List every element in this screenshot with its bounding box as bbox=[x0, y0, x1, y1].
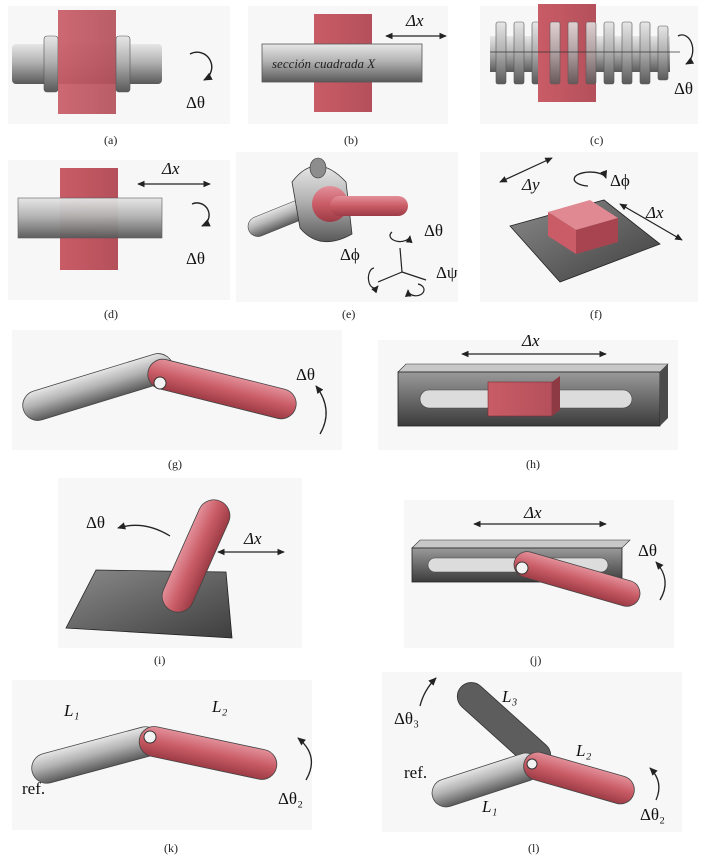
delta-x-label: Δx bbox=[523, 503, 542, 522]
diagram-k-two-links: L₁ L₂ ref. Δθ₂ (k) bbox=[22, 697, 313, 855]
L2-label: L₂ bbox=[211, 697, 227, 716]
pin bbox=[153, 376, 167, 390]
delta-theta-label: Δθ bbox=[674, 79, 693, 98]
delta-y-label: Δy bbox=[521, 175, 540, 194]
square-section-label: sección cuadrada X bbox=[272, 56, 376, 71]
reference-label: ref. bbox=[404, 763, 427, 782]
diagram-h-prismatic-slot: Δx (h) bbox=[397, 331, 669, 471]
caption-g: (g) bbox=[168, 457, 182, 471]
caption-k: (k) bbox=[164, 841, 178, 855]
L1-label: L₁ bbox=[63, 701, 79, 720]
caption-f: (f) bbox=[590, 307, 602, 321]
rail-top bbox=[397, 363, 669, 373]
link-2 bbox=[138, 726, 278, 780]
rotation-arrow-icon bbox=[297, 737, 313, 781]
delta-theta-label: Δθ bbox=[86, 513, 105, 532]
caption-l: (l) bbox=[528, 841, 539, 855]
rotation-arrow-icon bbox=[655, 561, 666, 601]
y-arrow-icon bbox=[499, 157, 553, 183]
delta-psi-label: Δψ bbox=[436, 263, 458, 282]
caption-c: (c) bbox=[590, 133, 603, 147]
delta-x-label: Δx bbox=[405, 11, 424, 30]
diagram-l-three-links: L₃ L₂ L₁ ref. Δθ₃ Δθ₂ (l) bbox=[394, 677, 665, 855]
rail-end bbox=[660, 364, 668, 426]
delta-theta2-label: Δθ₂ bbox=[640, 805, 665, 824]
diagram-i-link-on-plate: Δθ Δx (i) bbox=[65, 499, 285, 667]
caption-d: (d) bbox=[104, 307, 118, 321]
cylinder bbox=[17, 197, 163, 239]
diagram-e-spherical-joint: Δθ Δϕ Δψ (e) bbox=[247, 157, 458, 321]
caption-e: (e) bbox=[342, 307, 355, 321]
pin bbox=[143, 730, 157, 744]
diagram-b-prismatic-joint: sección cuadrada X Δx (b) bbox=[261, 11, 447, 147]
rotation-arrow-icon-2 bbox=[649, 767, 660, 801]
caption-j: (j) bbox=[530, 653, 541, 667]
delta-theta-label: Δθ bbox=[424, 221, 443, 240]
x-arrow-icon bbox=[619, 203, 683, 241]
caption-h: (h) bbox=[526, 457, 540, 471]
delta-x-label: Δx bbox=[243, 529, 262, 548]
L2-label: L₂ bbox=[575, 741, 591, 760]
rotation-arrow-icon bbox=[191, 202, 211, 227]
delta-x-label: Δx bbox=[161, 159, 180, 178]
diagram-f-planar-joint: Δy Δϕ Δx (f) bbox=[499, 157, 683, 321]
caption-b: (b) bbox=[344, 133, 358, 147]
screw-threads bbox=[495, 21, 669, 85]
rotation-arrow-icon bbox=[315, 385, 327, 435]
delta-x-label: Δx bbox=[645, 203, 664, 222]
delta-theta3-label: Δθ₃ bbox=[394, 709, 419, 728]
red-link bbox=[161, 499, 231, 613]
rotation-arrow-icon bbox=[573, 169, 607, 187]
collar-right bbox=[115, 35, 131, 93]
L3-label: L₃ bbox=[501, 687, 517, 706]
rail-top bbox=[411, 539, 631, 549]
delta-phi-label: Δϕ bbox=[610, 171, 630, 190]
diagram-g-revolute-links: Δθ (g) bbox=[22, 353, 327, 471]
square-bar bbox=[261, 43, 423, 83]
block-side bbox=[576, 218, 618, 254]
rotation-arrow-icon bbox=[677, 34, 695, 65]
collar-left bbox=[43, 35, 59, 93]
delta-theta2-label: Δθ₂ bbox=[278, 789, 303, 808]
base-plate bbox=[65, 569, 233, 639]
delta-theta-label: Δθ bbox=[186, 93, 205, 112]
delta-phi-label: Δϕ bbox=[340, 245, 360, 264]
diagram-a-revolute-joint: Δθ (a) bbox=[12, 10, 213, 147]
diagram-j-slot-revolute: Δx Δθ (j) bbox=[411, 503, 666, 667]
delta-theta-label: Δθ bbox=[186, 249, 205, 268]
rotation-arrow-icon bbox=[189, 51, 213, 81]
pin bbox=[515, 561, 529, 575]
socket-top bbox=[309, 157, 327, 179]
pin bbox=[526, 758, 538, 770]
block-top bbox=[548, 200, 618, 230]
red-link bbox=[513, 551, 641, 607]
L1-label: L₁ bbox=[481, 797, 497, 816]
red-slider bbox=[487, 381, 553, 417]
block-front bbox=[548, 212, 576, 254]
delta-theta-label: Δθ bbox=[638, 541, 657, 560]
caption-i: (i) bbox=[154, 653, 165, 667]
red-link bbox=[147, 358, 297, 420]
diagram-d-cylindrical-joint: Δx Δθ (d) bbox=[17, 159, 211, 321]
diagram-c-helical-joint: Δθ (c) bbox=[490, 4, 695, 147]
rotation-axes-icon bbox=[367, 231, 427, 297]
link-2 bbox=[523, 751, 635, 805]
rotation-arrow-icon-3 bbox=[419, 677, 437, 707]
delta-x-label: Δx bbox=[521, 331, 540, 350]
delta-theta-label: Δθ bbox=[296, 365, 315, 384]
red-block bbox=[58, 10, 116, 114]
red-rod bbox=[330, 196, 408, 216]
caption-a: (a) bbox=[104, 133, 117, 147]
reference-label: ref. bbox=[22, 779, 45, 798]
rotation-arrow-icon bbox=[117, 522, 171, 537]
